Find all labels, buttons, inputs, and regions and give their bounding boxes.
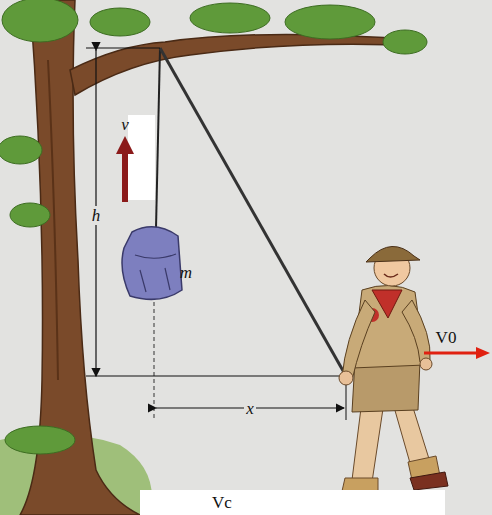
- velocity-arrow: [424, 352, 478, 355]
- velocity-label: V0: [434, 328, 459, 347]
- boy-figure: [320, 246, 448, 512]
- caption-box: [140, 490, 445, 515]
- extension-line: [346, 380, 347, 420]
- white-patch: [128, 115, 155, 200]
- velocity-arrowhead: [476, 347, 490, 359]
- dashed-line: [154, 302, 155, 418]
- velocity-label: Vc: [210, 493, 234, 512]
- extension-line: [86, 376, 346, 377]
- backpack-detail: [135, 254, 176, 292]
- rope: [160, 48, 346, 376]
- velocity-label: v: [119, 115, 131, 134]
- height-label: h: [90, 206, 103, 225]
- extension-line: [86, 48, 160, 49]
- bark-line: [48, 60, 58, 380]
- distance-label: x: [244, 399, 256, 418]
- velocity-arrowhead: [116, 136, 134, 154]
- mass-label: m: [178, 263, 194, 282]
- foliage: [0, 0, 427, 454]
- velocity-arrow: [122, 152, 128, 202]
- rope: [156, 48, 160, 228]
- backpack: [122, 227, 182, 300]
- tree-branch: [70, 34, 420, 95]
